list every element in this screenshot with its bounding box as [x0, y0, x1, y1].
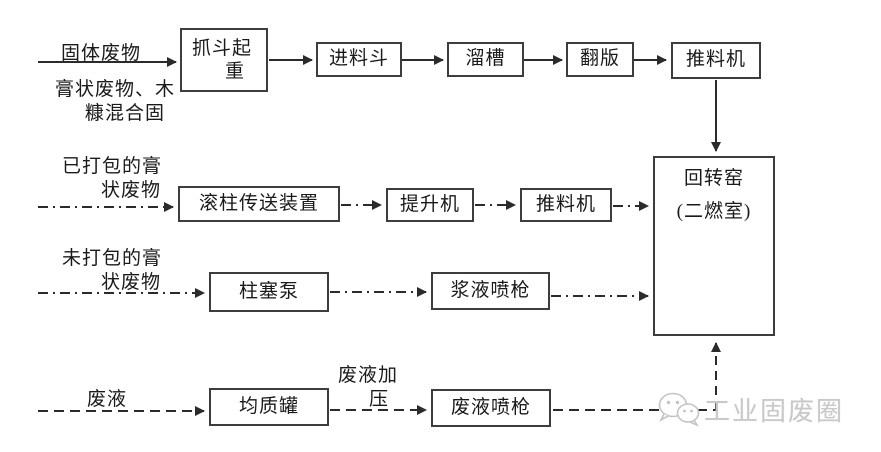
node-homogenizer-tank: 均质罐 — [209, 388, 329, 426]
watermark: 工业固废圈 — [654, 388, 844, 430]
node-pusher-row2: 推料机 — [520, 188, 612, 222]
edge-label-liquid-pressurize-line1: 废液加 — [338, 365, 399, 386]
lane-label-solid-waste: 固体废物 — [61, 43, 142, 64]
node-liquid-gun: 废液喷枪 — [431, 389, 551, 427]
lane-label-paste-wood-line1: 膏状废物、木 — [55, 79, 176, 100]
node-grab-crane-line2: 重 — [224, 60, 245, 82]
lane-label-unpacked-paste-line1: 未打包的膏 — [62, 248, 163, 269]
node-grab-crane-line1: 抓斗起 — [192, 38, 253, 59]
lane-label-paste-wood-line2: 糠混合固 — [85, 103, 166, 124]
lane-label-packed-paste-line1: 已打包的膏 — [62, 156, 163, 177]
node-flap: 翻版 — [566, 42, 634, 77]
wechat-logo-icon — [658, 392, 700, 427]
node-rotary-kiln-line2: (二燃室) — [676, 200, 752, 222]
node-pusher-row1: 推料机 — [671, 42, 761, 79]
node-plunger-pump: 柱塞泵 — [209, 272, 329, 312]
edge-label-liquid-pressurize-line2: 压 — [369, 389, 390, 410]
lane-label-waste-liquid: 废液 — [87, 389, 128, 410]
lane-label-unpacked-paste-line2: 状废物 — [101, 272, 162, 293]
lane-label-packed-paste-line2: 状废物 — [101, 180, 162, 201]
node-roller-conveyor: 滚柱传送装置 — [178, 186, 340, 222]
node-grab-crane: 抓斗起 重 — [180, 28, 268, 92]
node-slurry-gun: 浆液喷枪 — [431, 272, 550, 310]
watermark-text: 工业固废圈 — [704, 396, 845, 426]
node-elevator: 提升机 — [386, 188, 474, 222]
node-chute: 溜槽 — [447, 42, 524, 77]
node-rotary-kiln-line1: 回转窑 — [683, 168, 744, 189]
node-feed-hopper: 进料斗 — [316, 42, 402, 77]
node-rotary-kiln: 回转窑 (二燃室) — [653, 156, 775, 336]
